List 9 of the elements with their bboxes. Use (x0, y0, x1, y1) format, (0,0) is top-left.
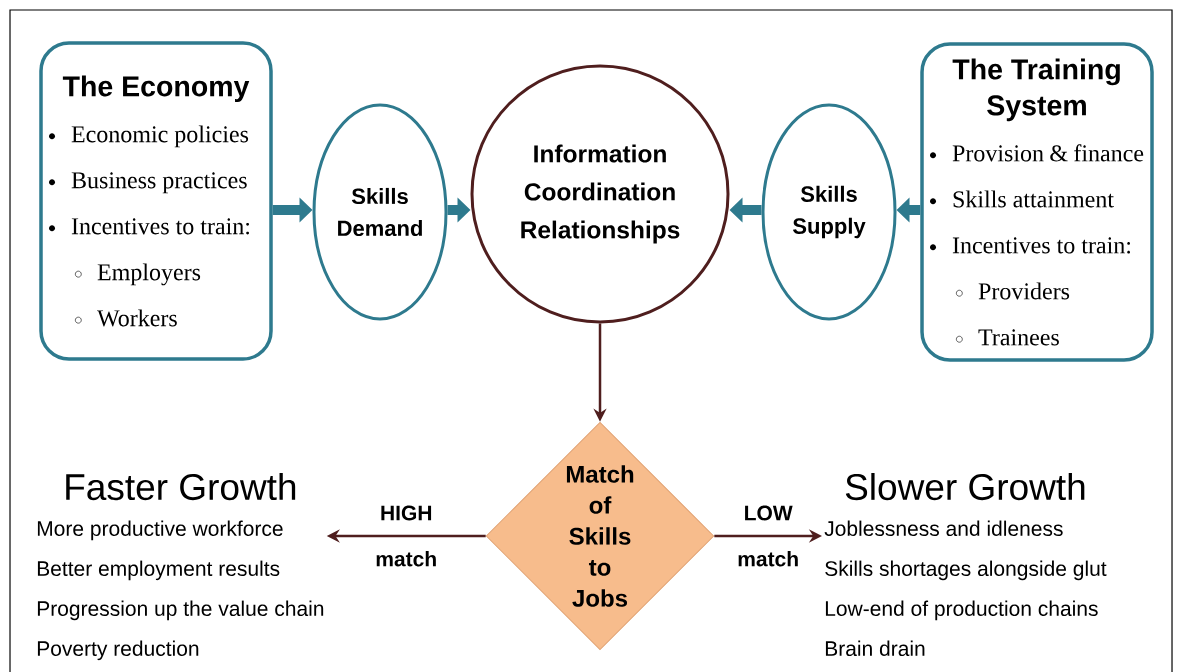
oval: Skills Demand (312, 103, 448, 321)
oval: Skills Supply (761, 103, 897, 321)
edge-label: HIGH match (376, 505, 436, 567)
edge-label: LOW match (738, 505, 798, 567)
rounded-box: The Economy Economic policies Business practices Incentives to train: Employers Workers (39, 41, 273, 361)
circle-node: Information Coordination Relationships (470, 64, 730, 324)
outcome-list: Faster Growth More productive workforce Better employment results Progression up the value chain Poverty reduction (37, 473, 324, 661)
outcome-list: Slower Growth Joblessness and idleness Skills shortages alongside glut Low-end of production chains Brain drain (824, 473, 1107, 656)
rounded-box: The Training System Provision & finance Skills attainment Incentives to train: Providers Trainees (920, 42, 1154, 362)
